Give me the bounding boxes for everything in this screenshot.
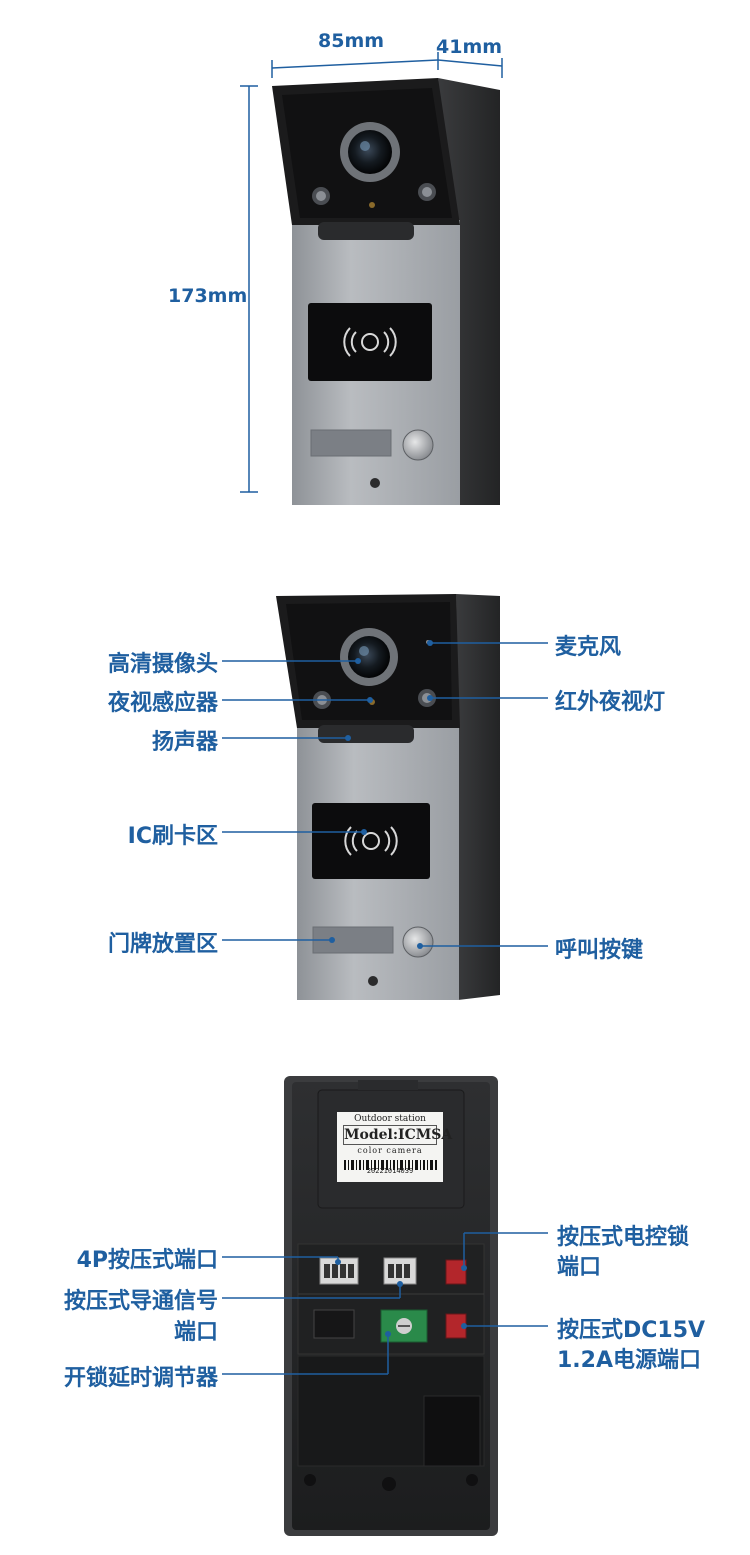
device-front-dimensions — [240, 52, 503, 505]
sticker-line1: Outdoor station — [354, 1114, 426, 1124]
dim-depth-label: 41mm — [436, 36, 503, 58]
label-microphone: 麦克风 — [555, 635, 622, 660]
label-ir-night-light: 红外夜视灯 — [555, 690, 666, 715]
label-unlock-timer: 开锁延时调节器 — [63, 1366, 218, 1391]
device-front-labeled — [222, 594, 548, 1000]
label-power-port-line1: 按压式DC15V — [557, 1318, 706, 1343]
dim-width-label: 85mm — [318, 30, 385, 52]
label-guide-signal-port-line1: 按压式导通信号 — [63, 1289, 218, 1314]
ic-card-area — [308, 303, 432, 381]
dim-height-label: 173mm — [168, 285, 248, 307]
label-4p-port: 4P按压式端口 — [76, 1248, 218, 1273]
label-lock-port-line1: 按压式电控锁 — [557, 1225, 690, 1250]
sticker-model: Model:ICMSA — [343, 1125, 453, 1145]
label-lock-port-line2: 端口 — [557, 1255, 602, 1280]
sticker-text: Outdoor station Model:ICMSA color camera… — [337, 1113, 453, 1176]
device-back — [222, 1076, 548, 1536]
label-speaker: 扬声器 — [151, 730, 218, 755]
sticker-line3: color camera — [357, 1146, 423, 1155]
sticker-serial: 20221014039 — [366, 1167, 414, 1175]
label-nameplate-area: 门牌放置区 — [107, 932, 218, 957]
label-guide-signal-port-line2: 端口 — [173, 1320, 218, 1345]
label-call-button: 呼叫按键 — [555, 938, 644, 963]
model-sticker — [337, 1112, 443, 1182]
label-night-sensor: 夜视感应器 — [107, 691, 218, 716]
label-power-port-line2: 1.2A电源端口 — [557, 1348, 701, 1373]
label-ic-card-area: IC刷卡区 — [127, 824, 218, 849]
label-camera: 高清摄像头 — [107, 652, 218, 677]
